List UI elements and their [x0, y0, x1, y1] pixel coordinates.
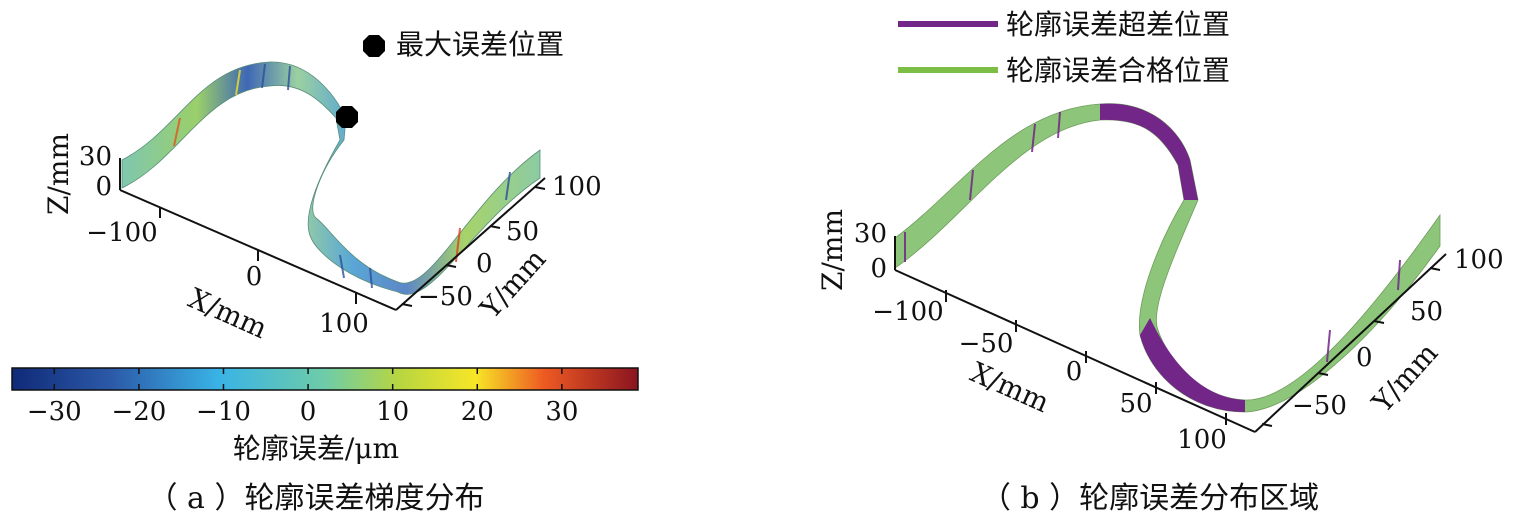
y-tick — [1317, 372, 1329, 376]
y-tick — [489, 225, 501, 229]
y-tick — [1429, 267, 1441, 271]
stripe — [969, 169, 974, 201]
y-tick-label: 100 — [552, 172, 602, 202]
x-tick-label: 100 — [319, 309, 369, 339]
y-tick-label: −50 — [418, 282, 473, 312]
y-tick-label: −50 — [1292, 391, 1347, 421]
stripe — [1057, 111, 1061, 139]
surface-ribbon-a — [121, 61, 541, 295]
ribbon-b-exceed-top — [1100, 103, 1198, 200]
colorbar-tick-label: −30 — [27, 397, 82, 427]
colorbar-tick-label: −10 — [196, 397, 251, 427]
z-tick-label: 30 — [79, 142, 112, 172]
axes-a — [119, 158, 546, 311]
colorbar-tick-label: −20 — [111, 397, 166, 427]
colorbar-strip — [11, 367, 639, 391]
caption-a: （ a ）轮廓误差梯度分布 — [148, 481, 485, 516]
colorbar-tick-label: 30 — [545, 397, 578, 427]
colorbar: −30 −20 −10 0 10 20 30 轮廓误差/μm — [11, 367, 639, 465]
colorbar-tick-label: 0 — [300, 397, 317, 427]
y-tick — [534, 186, 546, 190]
x-tick-label: 0 — [246, 262, 263, 292]
y-axis-line — [395, 177, 546, 311]
x-tick-label: 100 — [1177, 425, 1227, 455]
axes-b — [894, 236, 1447, 433]
stripe — [287, 65, 291, 91]
y-tick-label: 0 — [1356, 343, 1373, 373]
stripe — [235, 69, 241, 96]
y-tick-label: 0 — [476, 249, 493, 279]
stripe — [369, 267, 373, 289]
x-tick-label: −100 — [86, 218, 157, 248]
x-axis-label: X/mm — [965, 355, 1054, 419]
legend-b: 轮廓误差超差位置 轮廓误差合格位置 — [898, 8, 1230, 87]
stripe — [1397, 259, 1401, 291]
stripe — [1031, 123, 1036, 153]
x-tick-label: −100 — [872, 297, 943, 327]
stripe — [339, 254, 345, 279]
z-axis-label: Z/mm — [42, 133, 75, 215]
y-tick-label: 100 — [1454, 245, 1504, 275]
z-axis-label: Z/mm — [816, 209, 849, 291]
caption-b: （ b ）轮廓误差分布区域 — [981, 481, 1319, 516]
legend-a: 最大误差位置 — [363, 28, 564, 61]
legend-label-exceed: 轮廓误差超差位置 — [1006, 8, 1230, 41]
y-tick — [1373, 320, 1385, 324]
y-tick — [445, 264, 457, 268]
max-error-marker — [336, 106, 358, 128]
y-tick — [401, 303, 413, 307]
z-tick-label: 0 — [95, 172, 112, 202]
colorbar-tick-label: 10 — [376, 397, 409, 427]
panel-b: 轮廓误差超差位置 轮廓误差合格位置 — [816, 8, 1504, 516]
stripe — [261, 63, 266, 89]
x-tick-label: 50 — [1119, 389, 1152, 419]
y-axis-line — [1254, 253, 1447, 433]
stripe — [1326, 329, 1331, 363]
x-tick-label: −50 — [959, 329, 1014, 359]
colorbar-label: 轮廓误差/μm — [233, 432, 399, 465]
tick-labels-b: 0 30 −100 −50 0 50 100 −50 0 50 100 Z/mm… — [816, 209, 1504, 455]
colorbar-ticks: −30 −20 −10 0 10 20 30 — [27, 368, 578, 427]
y-axis-label: Y/mm — [1365, 336, 1444, 419]
ribbon-a-face — [121, 61, 541, 295]
legend-marker-icon — [363, 35, 385, 57]
colorbar-tick-label: 20 — [461, 397, 494, 427]
y-tick-label: 50 — [506, 217, 539, 247]
surface-ribbon-b — [894, 103, 1441, 413]
y-tick-label: 50 — [1410, 297, 1443, 327]
panel-a: 最大误差位置 0 30 −100 0 100 −50 0 50 100 Z/mm — [11, 28, 639, 516]
stripe — [173, 117, 181, 147]
x-tick-label: 0 — [1066, 357, 1083, 387]
y-tick — [1261, 423, 1273, 427]
x-axis-line — [894, 269, 1256, 433]
stripe — [505, 171, 511, 201]
legend-label-pass: 轮廓误差合格位置 — [1006, 54, 1230, 87]
ribbon-b-exceed-bottom — [1140, 318, 1245, 412]
z-tick-label: 30 — [854, 219, 887, 249]
z-tick-label: 0 — [870, 254, 887, 284]
legend-marker-label: 最大误差位置 — [396, 28, 564, 61]
